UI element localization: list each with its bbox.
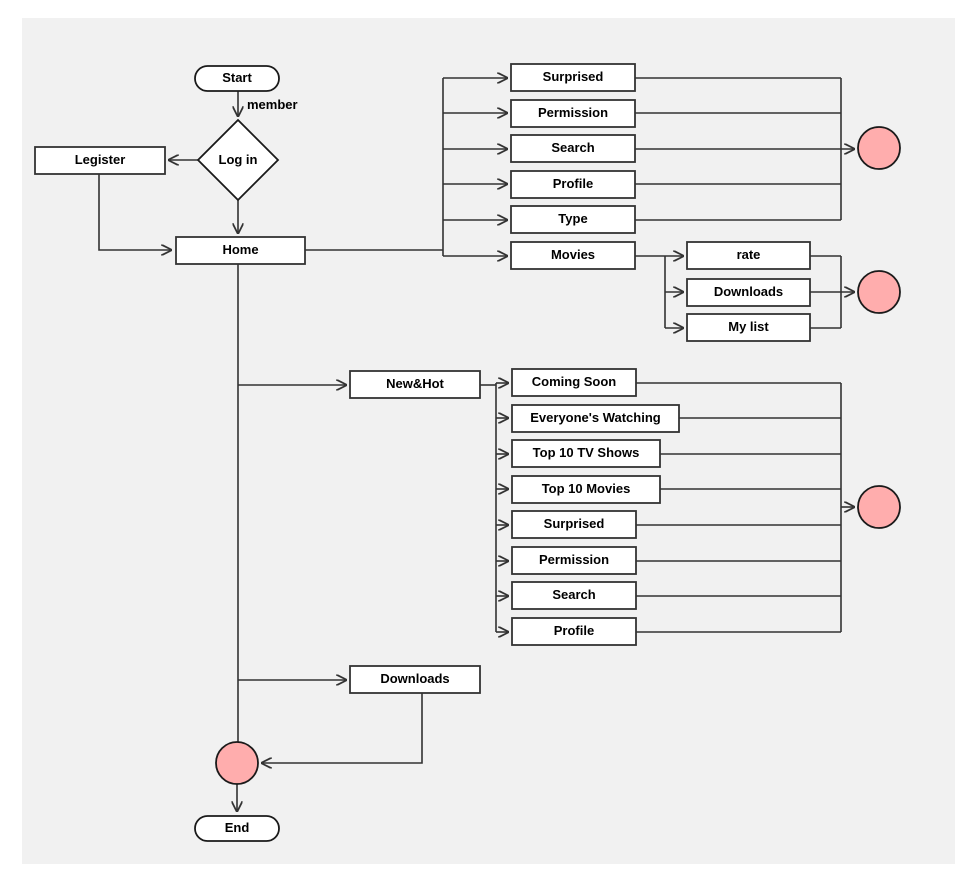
- node-legister[interactable]: [34, 146, 166, 175]
- edge-downloads-final-merge: [262, 693, 423, 763]
- node-downloads-bottom[interactable]: [349, 665, 481, 694]
- node-top-10-tv-shows[interactable]: [511, 439, 661, 468]
- node-coming-soon[interactable]: [511, 368, 637, 397]
- merge-home-group-circle[interactable]: [857, 126, 901, 170]
- node-downloads-movies[interactable]: [686, 278, 811, 307]
- node-surprised-newhot[interactable]: [511, 510, 637, 539]
- node-top-10-movies[interactable]: [511, 475, 661, 504]
- node-start[interactable]: [194, 65, 280, 92]
- edge-label-member: member: [247, 97, 298, 112]
- node-surprised-home[interactable]: [510, 63, 636, 92]
- merge-final-circle[interactable]: [215, 741, 259, 785]
- node-everyones-watching[interactable]: [511, 404, 680, 433]
- node-shape-group: [34, 63, 901, 842]
- node-search-newhot[interactable]: [511, 581, 637, 610]
- edge-legister-home: [98, 174, 171, 250]
- node-profile-newhot[interactable]: [511, 617, 637, 646]
- node-end[interactable]: [194, 815, 280, 842]
- node-mylist[interactable]: [686, 313, 811, 342]
- node-movies-home[interactable]: [510, 241, 636, 270]
- node-permission-home[interactable]: [510, 99, 636, 128]
- node-profile-home[interactable]: [510, 170, 636, 199]
- node-home[interactable]: [175, 236, 306, 265]
- node-rate[interactable]: [686, 241, 811, 270]
- node-newhot[interactable]: [349, 370, 481, 399]
- edge-group: [98, 78, 854, 811]
- node-search-home[interactable]: [510, 134, 636, 163]
- node-type-home[interactable]: [510, 205, 636, 234]
- merge-newhot-group-circle[interactable]: [857, 485, 901, 529]
- merge-movies-group-circle[interactable]: [857, 270, 901, 314]
- node-permission-newhot[interactable]: [511, 546, 637, 575]
- node-login[interactable]: [196, 118, 280, 202]
